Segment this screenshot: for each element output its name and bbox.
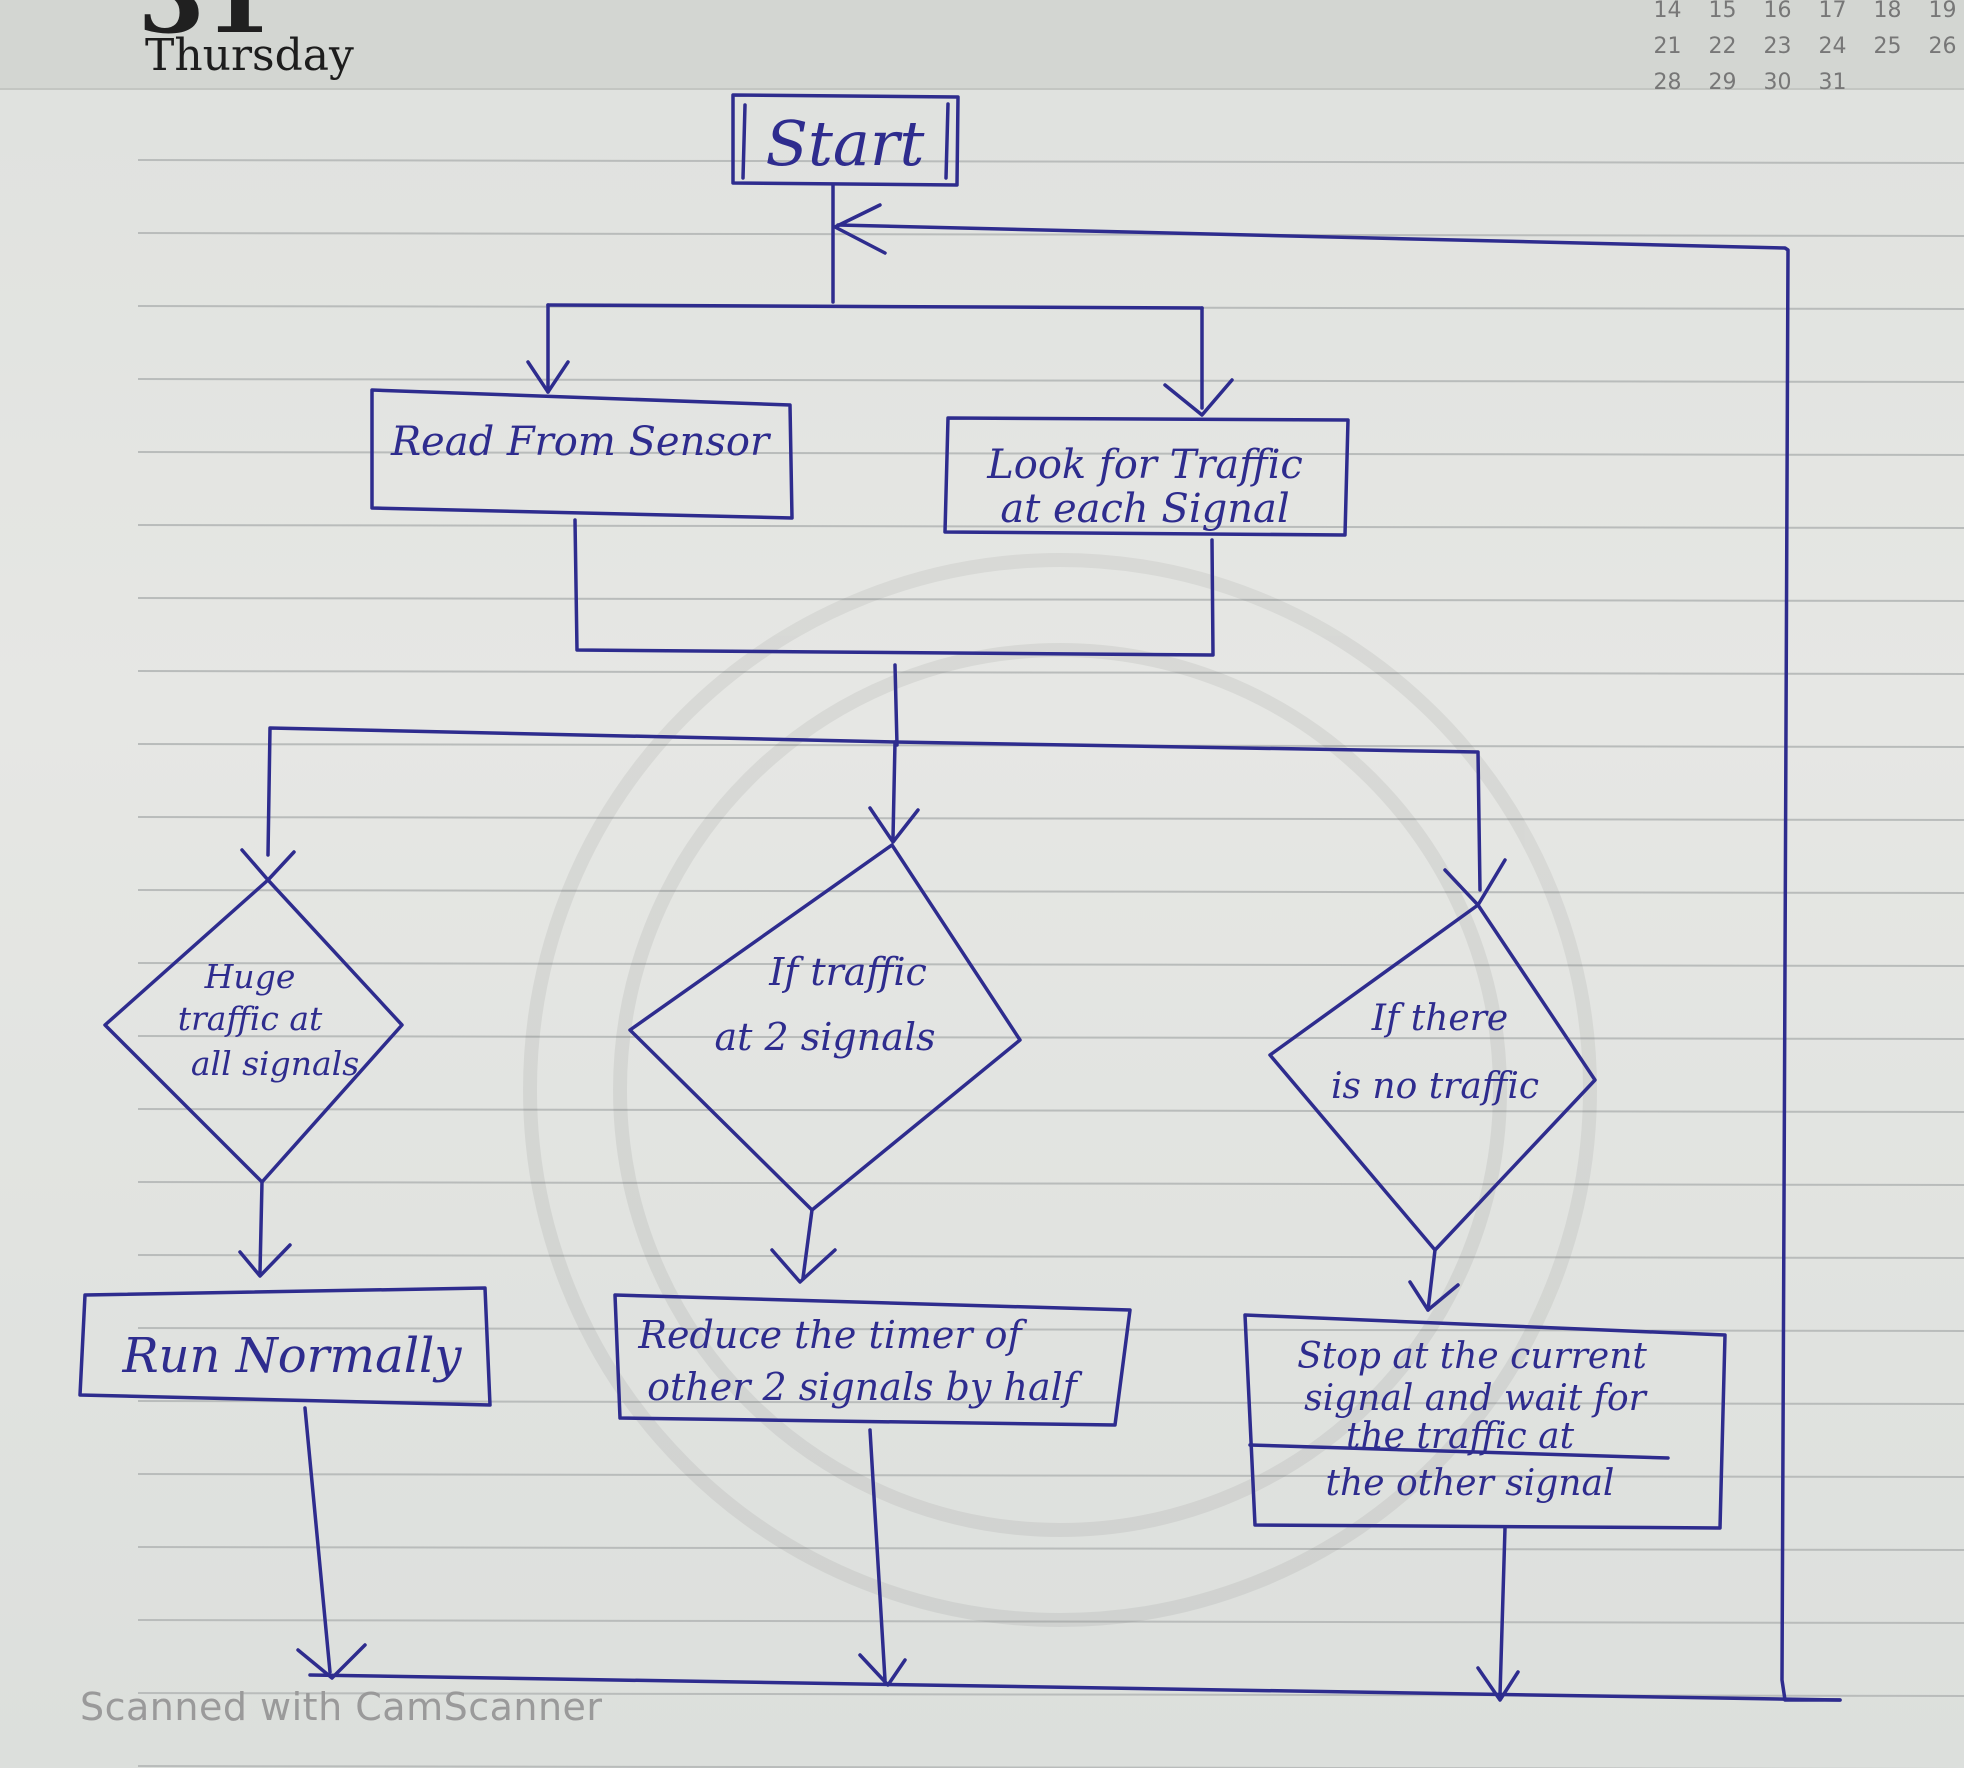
calendar-day: 18 <box>1873 0 1902 23</box>
ruled-line <box>137 1400 1964 1405</box>
connector-stop-down <box>1498 1526 1507 1697</box>
loop-back-arrowhead <box>833 203 887 255</box>
mini-calendar-row: 21 22 23 24 25 26 <box>1640 28 1964 64</box>
look-traffic-label-line2: at each Signal <box>1000 486 1289 532</box>
ruled-line <box>137 670 1964 675</box>
reduce-label-line1: Reduce the timer of <box>637 1313 1027 1357</box>
weekday-label: Thursday <box>145 30 354 81</box>
no-traffic-label-line1: If there <box>1371 998 1508 1039</box>
huge-label-line1: Huge <box>204 957 296 996</box>
calendar-day: 14 <box>1653 0 1682 23</box>
calendar-day: 28 <box>1653 69 1682 95</box>
two-signals-label-line2: at 2 signals <box>714 1015 935 1059</box>
mini-calendar-row: 14 15 16 17 18 19 <box>1640 0 1964 28</box>
ruled-line <box>137 1619 1964 1624</box>
ruled-line <box>137 962 1964 967</box>
huge-label-line2: traffic at <box>178 999 323 1038</box>
ruled-line <box>137 378 1964 383</box>
ruled-line <box>137 816 1964 821</box>
calendar-day: 26 <box>1928 33 1957 59</box>
ruled-line <box>137 1035 1964 1040</box>
calendar-day: 30 <box>1763 69 1792 95</box>
calendar-day: 24 <box>1818 33 1847 59</box>
calendar-day: 22 <box>1708 33 1737 59</box>
stop-label-line3: the traffic at <box>1346 1416 1575 1457</box>
connector-merge <box>573 518 1215 657</box>
calendar-day: 17 <box>1818 0 1847 23</box>
mini-calendar: 14 15 16 17 18 19 21 22 23 24 25 26 28 2… <box>1640 0 1964 100</box>
read-sensor-label: Read From Sensor <box>390 419 772 465</box>
background-stamp <box>523 553 1597 1627</box>
stop-label-line2: signal and wait for <box>1304 1378 1647 1419</box>
date-number: 31 <box>138 0 272 55</box>
diary-header: 31 Thursday 14 15 16 17 18 19 21 22 23 2… <box>0 0 1964 95</box>
ruled-line <box>137 1546 1964 1551</box>
mini-calendar-row: 28 29 30 31 <box>1640 64 1964 100</box>
process-look-traffic: Look for Traffic at each Signal <box>943 416 1350 537</box>
ruled-line <box>137 159 1964 164</box>
scanner-watermark: Scanned with CamScanner <box>80 1685 603 1729</box>
ruled-line <box>137 1181 1964 1186</box>
action-run-normally: Run Normally <box>78 1286 492 1407</box>
run-normally-label: Run Normally <box>121 1328 462 1384</box>
no-traffic-label-line2: is no traffic <box>1331 1066 1539 1107</box>
stop-label-line4: the other signal <box>1326 1463 1615 1504</box>
decision-two-signals: If traffic at 2 signals <box>628 843 1022 1212</box>
calendar-day: 31 <box>1818 69 1847 95</box>
ruled-line <box>137 1108 1964 1113</box>
calendar-day: 16 <box>1763 0 1792 23</box>
connector-none-to-stop <box>1426 1248 1437 1312</box>
ruled-line <box>137 524 1964 529</box>
calendar-day: 23 <box>1763 33 1792 59</box>
ruled-line <box>137 597 1964 602</box>
ruled-line <box>137 1327 1964 1332</box>
action-stop-and-wait: Stop at the current signal and wait for … <box>1243 1313 1727 1530</box>
process-read-sensor: Read From Sensor <box>370 388 794 520</box>
ruled-line <box>137 1473 1964 1478</box>
stop-label-line1: Stop at the current <box>1297 1336 1647 1377</box>
look-traffic-label-line1: Look for Traffic <box>986 442 1303 488</box>
reduce-label-line2: other 2 signals by half <box>647 1365 1083 1409</box>
calendar-day: 29 <box>1708 69 1737 95</box>
huge-label-line3: all signals <box>191 1044 359 1083</box>
calendar-day: 21 <box>1653 33 1682 59</box>
connector-branch-decisions <box>266 726 1482 892</box>
calendar-day: 25 <box>1873 33 1902 59</box>
ruled-line <box>137 451 1964 456</box>
decision-no-traffic: If there is no traffic <box>1268 903 1597 1252</box>
connector-reduce-down <box>868 1428 887 1682</box>
start-node: Start <box>731 93 960 187</box>
ruled-line <box>137 889 1964 894</box>
start-label: Start <box>766 107 925 180</box>
connector-two-to-reduce <box>801 1208 814 1280</box>
connector-huge-to-run <box>258 1180 264 1274</box>
action-reduce-timer: Reduce the timer of other 2 signals by h… <box>613 1293 1132 1427</box>
return-line <box>308 1673 1842 1702</box>
ruled-line <box>137 1254 1964 1259</box>
connector-run-down <box>303 1406 332 1674</box>
two-signals-label-line1: If traffic <box>768 950 927 994</box>
decision-huge-traffic: Huge traffic at all signals <box>103 878 404 1184</box>
connector-split <box>546 303 1204 310</box>
calendar-day: 19 <box>1928 0 1957 23</box>
ruled-line <box>137 232 1964 237</box>
calendar-day: 15 <box>1708 0 1737 23</box>
